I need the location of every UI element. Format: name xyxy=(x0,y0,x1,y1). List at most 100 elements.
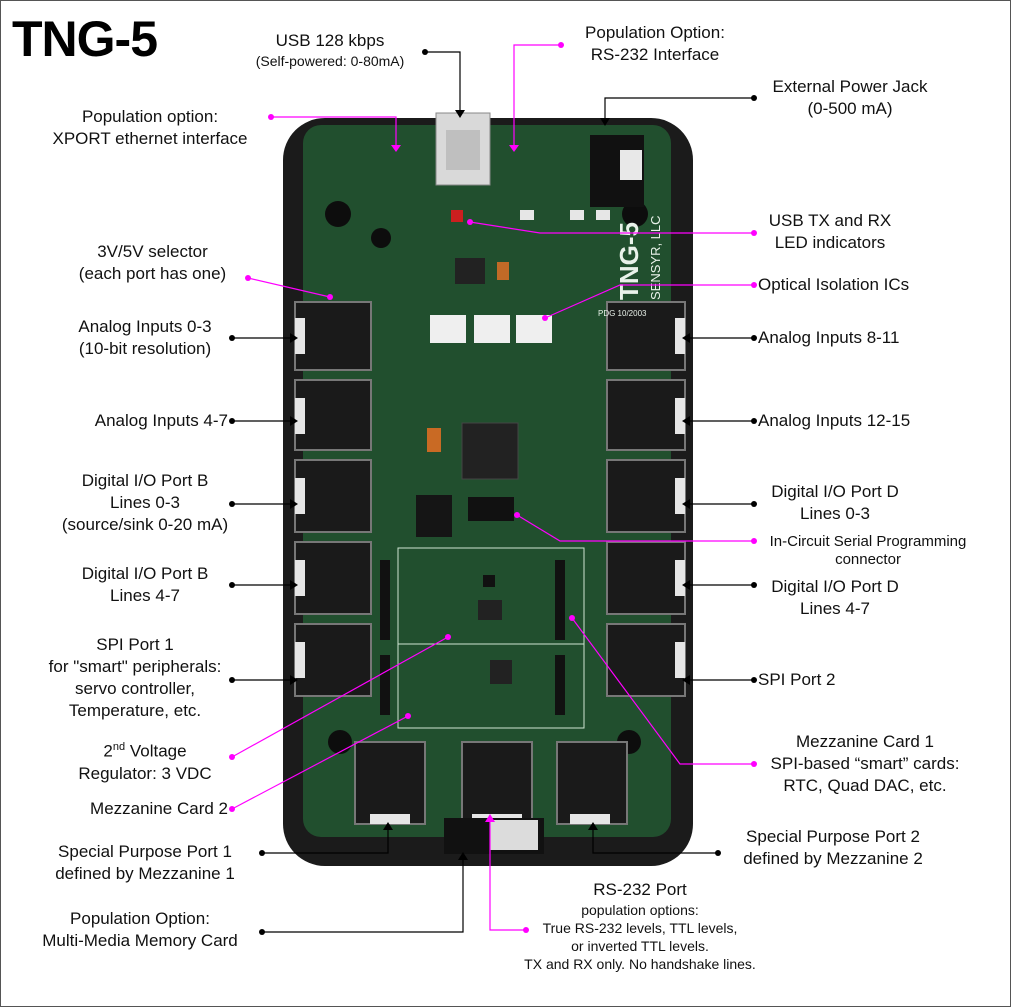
mezzanine-2-outline xyxy=(397,643,585,729)
label-mezzanine-1-line2: SPI-based “smart” cards: xyxy=(770,754,960,773)
label-mezzanine-1-line1: Mezzanine Card 1 xyxy=(796,732,934,751)
microcontroller xyxy=(461,422,519,480)
mount-hole xyxy=(371,228,391,248)
label-xport-line2: XPORT ethernet interface xyxy=(52,129,248,148)
leader-mmc xyxy=(262,860,464,933)
label-dio-b-0-3: Digital I/O Port B Lines 0-3 (source/sin… xyxy=(40,470,250,536)
label-icsp: In-Circuit Serial Programming connector xyxy=(756,533,980,569)
label-mmc-line1: Population Option: xyxy=(70,909,210,928)
icsp-header xyxy=(468,497,514,521)
jack-dio-b-0-3 xyxy=(294,459,372,533)
jack-spi-2 xyxy=(606,623,686,697)
label-special-2-line1: Special Purpose Port 2 xyxy=(746,827,920,846)
label-special-1: Special Purpose Port 1 defined by Mezzan… xyxy=(30,841,260,885)
label-mezzanine-2: Mezzanine Card 2 xyxy=(90,799,228,818)
usb-led xyxy=(451,210,463,222)
label-usb-led-line2: LED indicators xyxy=(774,233,886,252)
label-usb-led-line1: USB TX and RX xyxy=(768,211,892,230)
label-special-1-line1: Special Purpose Port 1 xyxy=(58,842,232,861)
label-spi-1-line2: for "smart" peripherals: xyxy=(48,657,222,676)
label-dio-b-0-3-line3: (source/sink 0-20 mA) xyxy=(61,515,229,534)
label-dio-b-0-3-line1: Digital I/O Port B xyxy=(81,471,209,490)
label-usb-line1: USB 128 kbps xyxy=(275,31,385,50)
label-rs232-option-line2: RS-232 Interface xyxy=(590,45,720,64)
label-analog-0-3-line1: Analog Inputs 0-3 xyxy=(78,317,212,336)
label-rs232-port: RS-232 Port population options: True RS-… xyxy=(490,879,790,973)
label-analog-4-7: Analog Inputs 4-7 xyxy=(94,411,228,430)
jack-special-2 xyxy=(556,741,628,825)
jack-analog-4-7 xyxy=(294,379,372,451)
leader-usb-led xyxy=(469,221,754,234)
label-dio-d-0-3-line1: Digital I/O Port D xyxy=(771,482,899,501)
leader-icsp xyxy=(516,514,754,542)
leader-usb xyxy=(425,51,461,110)
jack-rs232 xyxy=(461,741,533,825)
label-analog-0-3-line2: (10-bit resolution) xyxy=(78,339,212,358)
label-special-2: Special Purpose Port 2 defined by Mezzan… xyxy=(718,826,948,870)
label-rs232-port-line2: population options: xyxy=(581,902,699,918)
optocoupler xyxy=(474,315,510,343)
label-analog-12-15: Analog Inputs 12-15 xyxy=(758,411,911,430)
label-mmc: Population Option: Multi-Media Memory Ca… xyxy=(20,908,260,952)
label-dio-d-0-3: Digital I/O Port D Lines 0-3 xyxy=(755,481,915,525)
label-selector: 3V/5V selector (each port has one) xyxy=(60,241,245,285)
label-mmc-line2: Multi-Media Memory Card xyxy=(42,931,238,950)
label-rs232-port-line5: TX and RX only. No handshake lines. xyxy=(524,956,756,972)
usb-ic xyxy=(455,258,485,284)
label-analog-8-11: Analog Inputs 8-11 xyxy=(758,328,900,347)
label-usb-line2: (Self-powered: 0-80mA) xyxy=(255,53,405,69)
leader-xport xyxy=(271,116,397,145)
leader-special-2 xyxy=(592,830,718,854)
label-dio-b-4-7-line1: Digital I/O Port B xyxy=(81,564,209,583)
leader-vreg xyxy=(231,636,449,758)
label-special-1-line2: defined by Mezzanine 1 xyxy=(55,864,235,883)
label-mezzanine-1: Mezzanine Card 1 SPI-based “smart” cards… xyxy=(750,731,980,797)
label-icsp-line2: connector xyxy=(835,551,901,568)
board-silk-date: PDG 10/2003 xyxy=(598,309,647,318)
label-spi-1-line1: SPI Port 1 xyxy=(96,635,174,654)
label-voltage-regulator: 2nd Voltage Regulator: 3 VDC xyxy=(60,736,230,785)
label-analog-0-3: Analog Inputs 0-3 (10-bit resolution) xyxy=(60,316,230,360)
label-dio-d-0-3-line2: Lines 0-3 xyxy=(800,504,870,523)
label-power-line1: External Power Jack xyxy=(772,77,928,96)
label-rs232-port-line3: True RS-232 levels, TTL levels, xyxy=(542,920,738,936)
jack-dio-d-4-7 xyxy=(606,541,686,615)
label-spi-2: SPI Port 2 xyxy=(758,670,836,689)
mount-hole xyxy=(328,730,352,754)
leader-rs232-option xyxy=(513,44,561,145)
leader-power xyxy=(604,97,754,118)
label-xport-line1: Population option: xyxy=(81,107,219,126)
label-dio-b-0-3-line2: Lines 0-3 xyxy=(110,493,180,512)
label-spi-1-line4: Temperature, etc. xyxy=(68,701,202,720)
label-power-jack: External Power Jack (0-500 mA) xyxy=(752,76,948,120)
leader-optical xyxy=(544,284,754,319)
label-dio-d-4-7-line2: Lines 4-7 xyxy=(800,599,870,618)
jack-analog-12-15 xyxy=(606,379,686,451)
label-dio-b-4-7: Digital I/O Port B Lines 4-7 xyxy=(60,563,230,607)
jack-special-1 xyxy=(354,741,426,825)
board-silk-maker: SENSYR, LLC xyxy=(648,215,663,300)
optocoupler xyxy=(430,315,466,343)
label-selector-line1: 3V/5V selector xyxy=(97,242,208,261)
label-rs232-option-line1: Population Option: xyxy=(585,23,725,42)
label-special-2-line2: defined by Mezzanine 2 xyxy=(743,849,923,868)
label-dio-d-4-7-line1: Digital I/O Port D xyxy=(771,577,899,596)
label-dio-b-4-7-line2: Lines 4-7 xyxy=(110,586,180,605)
label-spi-1-line3: servo controller, xyxy=(75,679,195,698)
label-usb-led: USB TX and RX LED indicators xyxy=(755,210,905,254)
mount-hole xyxy=(325,201,351,227)
label-spi-1: SPI Port 1 for "smart" peripherals: serv… xyxy=(20,634,250,722)
label-icsp-line1: In-Circuit Serial Programming xyxy=(769,533,967,550)
label-rs232-port-line4: or inverted TTL levels. xyxy=(571,938,709,954)
jack-analog-0-3 xyxy=(294,301,372,371)
leader-rs232-port xyxy=(489,822,526,931)
label-vreg-line2: Regulator: 3 VDC xyxy=(78,763,212,783)
label-usb: USB 128 kbps (Self-powered: 0-80mA) xyxy=(235,30,425,70)
label-rs232-port-line1: RS-232 Port xyxy=(593,880,687,899)
label-dio-d-4-7: Digital I/O Port D Lines 4-7 xyxy=(755,576,915,620)
label-mezzanine-1-line3: RTC, Quad DAC, etc. xyxy=(783,776,947,795)
leader-special-1 xyxy=(262,830,389,854)
jack-spi-1 xyxy=(294,623,372,697)
label-xport: Population option: XPORT ethernet interf… xyxy=(30,106,270,150)
